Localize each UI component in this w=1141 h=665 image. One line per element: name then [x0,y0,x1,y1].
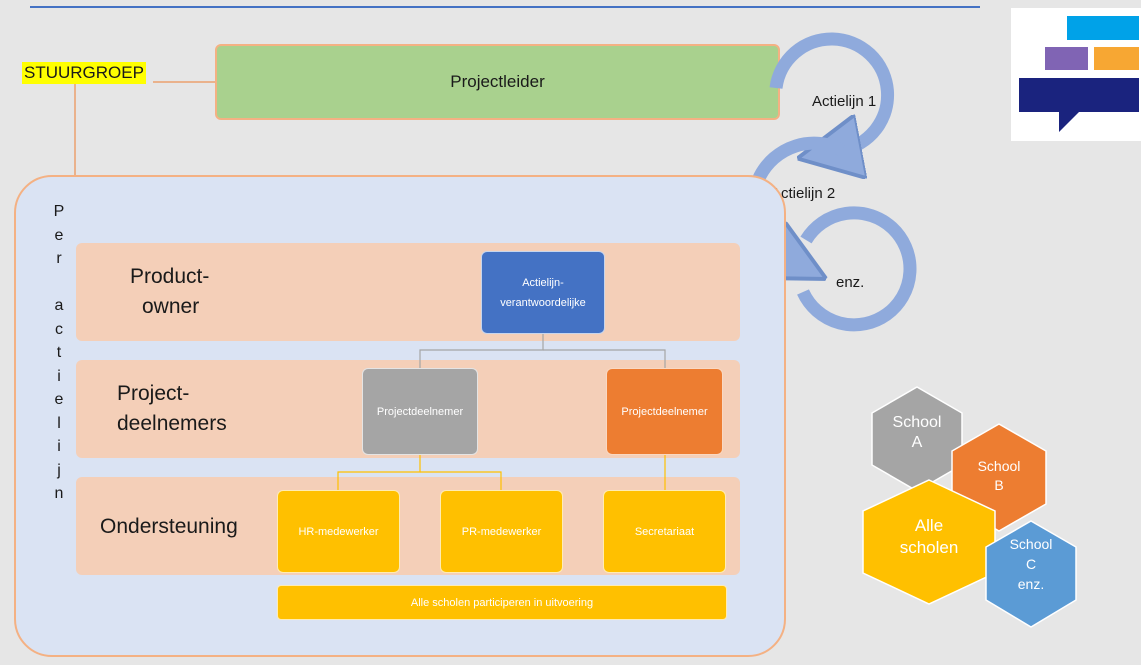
school-label-line: A [911,434,923,451]
owner-node-line: verantwoordelijke [500,296,586,309]
action-line-more-label: enz. [836,274,865,291]
role-line: deelnemers [117,412,227,435]
vertical-letter: e [54,391,64,408]
school-label-line: School [892,414,942,431]
product-owner-band [76,243,740,341]
role-product-owner: Product- owner [130,262,209,322]
school-b-label: School B [952,457,1046,495]
role-participants: Project- deelnemers [117,379,227,439]
school-a-label: School A [872,413,962,453]
action-line-more-arrow [797,206,917,332]
role-line: owner [142,295,200,318]
role-line: Project- [117,382,190,405]
school-c-hexagon [985,520,1077,628]
vertical-letter: j [57,461,61,479]
action-line-1-arrow [769,32,895,150]
school-label-line: scholen [899,538,959,557]
owner-node: Actielijn- verantwoordelijke [481,251,605,334]
school-c-label: School C enz. [986,534,1076,594]
vertical-letter: r [56,250,62,267]
org-line [419,334,544,368]
action-line-2-label: Actielijn 2 [771,185,836,202]
vertical-letter: e [54,226,64,244]
vertical-letter: a [54,297,64,314]
logo-purple-bar [1045,47,1088,70]
org-line [420,471,502,490]
participant-node-grey: Projectdeelnemer [362,368,478,455]
school-label-line: School [977,458,1021,474]
vertical-letter: i [57,438,61,455]
logo-orange-bar [1094,47,1139,70]
participant-node-orange: Projectdeelnemer [606,368,723,455]
top-rule [30,6,980,8]
action-line-1-label: Actielijn 1 [812,93,877,110]
logo-speech-bubble [1019,78,1139,132]
secretariat-node: Secretariaat [603,490,726,573]
school-label-line: C [1025,556,1037,572]
school-label-line: enz. [1017,576,1045,592]
org-line [543,349,666,368]
pr-node: PR-medewerker [440,490,563,573]
logo [1011,8,1141,141]
org-line [337,455,421,490]
owner-node-line: Actielijn- [522,276,564,289]
vertical-letter: i [57,367,61,385]
logo-cyan-bar [1067,16,1139,40]
school-label-line: B [994,477,1004,493]
all-schools-label: Alle scholen [863,515,995,559]
school-label-line: School [1009,536,1053,552]
vertical-letter: P [53,203,65,220]
school-label-line: Alle [914,516,944,535]
vertical-letter: l [57,414,61,432]
role-line: Product- [130,265,210,288]
steering-group-label: STUURGROEP [22,62,146,84]
vertical-letter: n [54,485,64,502]
vertical-letter: t [56,344,62,361]
hr-node: HR-medewerker [277,490,400,573]
project-leader-label: Projectleider [450,72,545,91]
per-action-line-vertical-label: P e r a c t i e l i j n [44,200,74,506]
all-schools-hexagon [862,479,996,605]
vertical-letter: c [55,320,63,338]
all-schools-participate-bar: Alle scholen participeren in uitvoering [277,585,727,620]
role-support: Ondersteuning [100,515,238,538]
